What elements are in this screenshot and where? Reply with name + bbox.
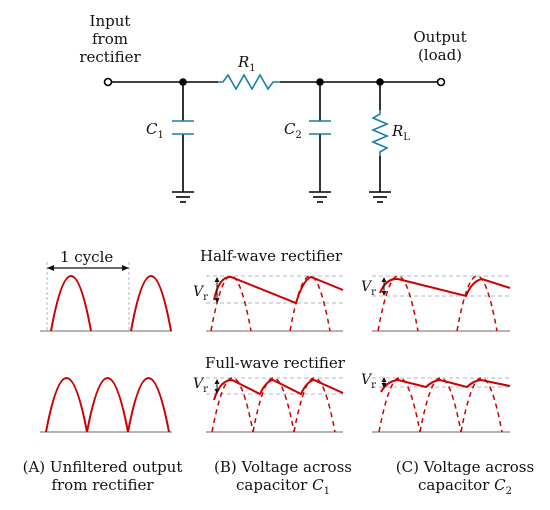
ripple-symbol: V [193,376,204,392]
caption-a-line2: from rectifier [51,476,154,494]
caption-c-symbol: C [494,476,506,494]
capacitor-c1 [172,120,194,135]
input-label-line1: Input [89,12,131,30]
ripple-arrow-b-full-head-bottom [214,389,220,394]
c1-subscript: 1 [157,130,164,141]
r1-subscript: 1 [249,63,256,74]
output-label-line1: Output [413,28,467,46]
ripple-label-c-half: Vr [361,278,376,298]
ripple-symbol: V [361,279,372,295]
caption-c-line2: capacitor C2 [380,476,550,497]
ripple-label-b-full: Vr [193,375,208,395]
ripple-subscript: r [371,380,376,391]
waveform-a-full [45,377,170,433]
caption-c-subscript: 2 [505,486,512,497]
ground-c2 [309,191,331,203]
caption-c-text: capacitor [418,476,495,494]
ripple-arrow-b-half-head-bottom [214,298,220,303]
input-label-line3: rectifier [79,48,141,66]
ripple-label-c-full: Vr [361,371,376,391]
caption-c: (C) Voltage across capacitor C2 [380,458,550,497]
cycle-dimension [47,265,129,271]
cycle-label: 1 cycle [60,248,114,266]
ground-rl [369,191,391,203]
waveform-a-half [50,275,172,332]
r1-symbol: R [238,53,250,71]
ripple-arrow-c-half-head-top [381,277,387,282]
input-label: Input from rectifier [70,12,150,66]
ripple-subscript: r [203,292,208,303]
ripple-symbol: V [361,372,372,388]
c2-symbol: C [284,120,296,138]
output-terminal [436,77,446,87]
waveform-b-full-rectified [211,377,336,433]
ripple-arrow-c-full-head-bottom [381,383,387,388]
input-label-line2: from [92,30,128,48]
waveform-c-full-filtered [380,378,511,393]
waveform-b-half-rectified [210,275,331,332]
caption-b-line2: capacitor C1 [198,476,368,497]
rl-label: RL [392,122,410,143]
waveform-c-full-rectified [378,377,503,433]
resistor-r1 [218,73,280,91]
caption-b-text: capacitor [236,476,313,494]
c2-label: C2 [284,120,302,141]
circuit [103,77,446,203]
half-wave-title: Half-wave rectifier [200,247,343,265]
capacitor-c2 [309,120,331,135]
caption-b: (B) Voltage across capacitor C1 [198,458,368,497]
full-wave-title: Full-wave rectifier [205,354,345,372]
ripple-arrow-b-half-head-top [214,277,220,282]
waveform-c-half-filtered [379,277,511,298]
caption-b-subscript: 1 [323,486,330,497]
caption-a-line1: (A) Unfiltered output [22,458,183,476]
components [172,73,390,156]
output-label: Output (load) [400,28,480,64]
waveform-b-full-filtered [213,378,344,401]
c1-label: C1 [146,120,164,141]
ripple-arrow-c-full-head-top [381,377,387,382]
rl-symbol: R [392,122,404,140]
caption-a: (A) Unfiltered output from rectifier [0,458,205,494]
ripple-arrow-b-full-head-top [214,379,220,384]
waveform-b-half-filtered [213,275,344,305]
cycle-guides [46,262,130,331]
c1-symbol: C [146,120,158,138]
ripple-label-b-half: Vr [193,283,208,303]
caption-c-line1: (C) Voltage across [395,458,535,476]
output-label-line2: (load) [417,46,463,64]
r1-label: R1 [238,53,256,74]
ripple-subscript: r [371,287,376,298]
resistor-rl [370,110,390,156]
ground-c1 [172,191,194,203]
caption-b-symbol: C [312,476,324,494]
waveform-panels [40,275,511,433]
waveform-c-half-rectified [377,275,498,332]
ripple-subscript: r [203,384,208,395]
input-terminal [103,77,113,87]
caption-b-line1: (B) Voltage across [214,458,352,476]
ripple-arrow-c-half-head-bottom [381,291,387,296]
rl-subscript: L [403,132,410,143]
ripple-symbol: V [193,284,204,300]
c2-subscript: 2 [295,130,302,141]
